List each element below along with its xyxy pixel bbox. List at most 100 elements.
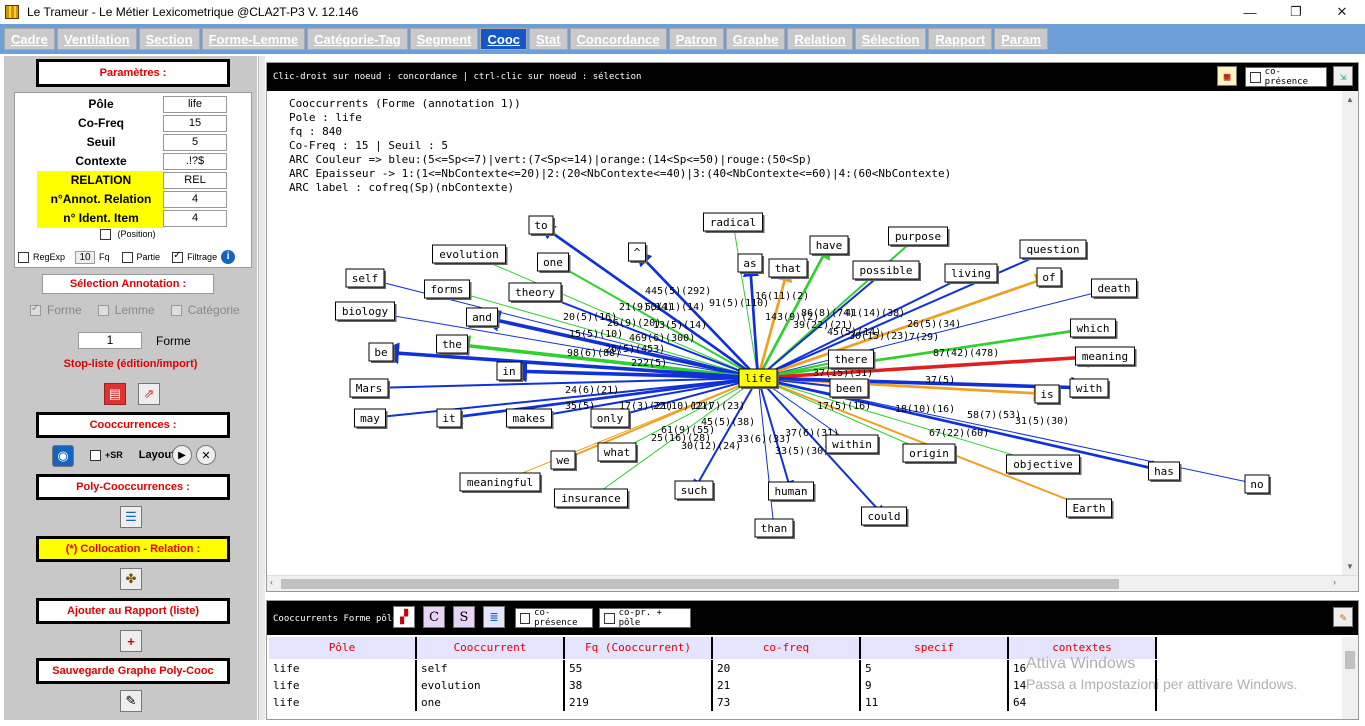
table-cell[interactable]: 64 — [1009, 694, 1157, 711]
graph-node-what[interactable]: what — [597, 442, 638, 463]
graph-node-which[interactable]: which — [1070, 318, 1118, 339]
table-cell[interactable]: 16 — [1009, 660, 1157, 677]
tab-relation[interactable]: Relation — [787, 28, 853, 50]
graph-node-question[interactable]: question — [1019, 239, 1088, 260]
copr-pole-checkbox[interactable] — [604, 612, 615, 624]
graph-node-only[interactable]: only — [590, 408, 631, 429]
graph-node-has[interactable]: has — [1148, 461, 1182, 482]
graph-node-as[interactable]: as — [737, 253, 764, 274]
table-cell[interactable]: evolution — [417, 677, 565, 694]
column-header[interactable]: contextes — [1009, 637, 1157, 659]
column-header[interactable]: Pôle — [269, 637, 417, 659]
tab-rapport[interactable]: Rapport — [928, 28, 993, 50]
add-report-button[interactable]: + — [120, 630, 142, 652]
graph-node-been[interactable]: been — [829, 378, 870, 399]
graph-vertical-scrollbar[interactable]: ▲ ▼ — [1342, 91, 1358, 575]
graph-node-death[interactable]: death — [1091, 278, 1139, 299]
param-value-input[interactable]: .!?$ — [163, 153, 227, 170]
table-cell[interactable]: life — [269, 694, 417, 711]
tab-cooc[interactable]: Cooc — [480, 28, 527, 50]
graph-node-objective[interactable]: objective — [1006, 454, 1082, 475]
graph-node-and[interactable]: and — [466, 307, 500, 328]
graph-node-within[interactable]: within — [825, 434, 880, 455]
chart-icon[interactable]: ▞ — [393, 606, 415, 628]
graph-node-have[interactable]: have — [809, 235, 850, 256]
sr-checkbox[interactable] — [90, 449, 101, 461]
cooc-c-icon[interactable]: C — [423, 606, 445, 628]
stopliste-label[interactable]: Stop-liste (édition/import) — [63, 358, 198, 370]
tab-param[interactable]: Param — [994, 28, 1048, 50]
graph-node-is[interactable]: is — [1034, 384, 1061, 405]
graph-node-of[interactable]: of — [1036, 267, 1063, 288]
column-header[interactable]: co-freq — [713, 637, 861, 659]
stopliste-edit-button[interactable]: ▤ — [104, 383, 126, 405]
graph-node-no[interactable]: no — [1244, 474, 1271, 495]
table-cell[interactable]: 9 — [861, 677, 1009, 694]
table-cell[interactable]: 21 — [713, 677, 861, 694]
stopliste-import-button[interactable]: ⇗ — [138, 383, 160, 405]
table-cell[interactable]: 38 — [565, 677, 713, 694]
table-export-icon[interactable]: ✎ — [1333, 607, 1353, 627]
table-cell[interactable]: 20 — [713, 660, 861, 677]
collocation-button[interactable]: ✤ — [120, 568, 142, 590]
graph-node-evolution[interactable]: evolution — [432, 244, 508, 265]
table-cell[interactable]: life — [269, 660, 417, 677]
graph-node-may[interactable]: may — [354, 408, 388, 429]
graph-node-to[interactable]: to — [528, 215, 555, 236]
forme-checkbox[interactable] — [30, 303, 41, 316]
categorie-checkbox[interactable] — [170, 304, 182, 316]
copr-pole-toggle[interactable]: co-pr. + pôle — [599, 608, 691, 628]
table-cell[interactable]: 11 — [861, 694, 1009, 711]
position-option[interactable]: (Position) — [100, 229, 156, 241]
graph-node-the[interactable]: the — [436, 334, 470, 355]
tab-forme-lemme[interactable]: Forme-Lemme — [201, 28, 306, 50]
position-checkbox[interactable] — [100, 229, 111, 241]
graph-node-origin[interactable]: origin — [902, 443, 957, 464]
filtrage-checkbox[interactable] — [172, 250, 184, 263]
layout-stop-icon[interactable]: ✕ — [196, 445, 216, 465]
panel-splitter[interactable] — [258, 56, 265, 720]
graph-horizontal-scrollbar[interactable]: ‹ › — [267, 575, 1358, 591]
graph-node-in[interactable]: in — [496, 361, 523, 382]
tab-stat[interactable]: Stat — [528, 28, 568, 50]
graph-node-we[interactable]: we — [550, 450, 577, 471]
cooc-run-button[interactable]: ◉ — [52, 445, 74, 467]
table-list-icon[interactable]: ≣ — [483, 606, 505, 628]
graph-node-living[interactable]: living — [944, 263, 999, 284]
poly-cooc-button[interactable]: ☰ — [120, 506, 142, 528]
partie-checkbox[interactable] — [121, 251, 133, 263]
cooccurrence-graph[interactable]: 445(5)(292)21(9)(14)53(11)(14)91(5)(110)… — [267, 91, 1342, 575]
tab-segment[interactable]: Segment — [409, 28, 479, 50]
graph-node-it[interactable]: it — [436, 408, 463, 429]
table-cell[interactable]: 219 — [565, 694, 713, 711]
graph-node-there[interactable]: there — [828, 349, 876, 370]
column-header[interactable]: Fq (Cooccurrent) — [565, 637, 713, 659]
table-cell[interactable]: 14 — [1009, 677, 1157, 694]
grid-icon[interactable]: ▦ — [1217, 66, 1237, 86]
info-icon[interactable]: i — [221, 250, 236, 264]
close-button[interactable]: ✕ — [1336, 4, 1348, 19]
graph-node-human[interactable]: human — [768, 481, 816, 502]
param-value-input[interactable]: 4 — [163, 210, 227, 227]
graph-node-insurance[interactable]: insurance — [554, 488, 630, 509]
annotation-index-input[interactable]: 1 — [78, 332, 142, 349]
fq-input[interactable]: 10 — [75, 250, 96, 264]
graph-node-possible[interactable]: possible — [852, 260, 921, 281]
graph-node-forms[interactable]: forms — [424, 279, 472, 300]
tab-patron[interactable]: Patron — [668, 28, 724, 50]
graph-node-such[interactable]: such — [674, 480, 715, 501]
param-value-input[interactable]: 15 — [163, 115, 227, 132]
lemme-checkbox[interactable] — [97, 304, 109, 316]
layout-play-icon[interactable]: ▶ — [172, 445, 192, 465]
table-cell[interactable]: 5 — [861, 660, 1009, 677]
param-value-input[interactable]: 5 — [163, 134, 227, 151]
tab-section[interactable]: Section — [138, 28, 200, 50]
param-value-input[interactable]: REL — [163, 172, 227, 189]
column-header[interactable]: specif — [861, 637, 1009, 659]
regexp-checkbox[interactable] — [18, 251, 29, 263]
graph-node-theory[interactable]: theory — [508, 282, 563, 303]
table-vertical-scrollbar[interactable] — [1342, 637, 1358, 719]
column-header[interactable]: Cooccurrent — [417, 637, 565, 659]
table-cell[interactable]: 73 — [713, 694, 861, 711]
copresence-toggle[interactable]: co-présence — [1245, 67, 1327, 87]
